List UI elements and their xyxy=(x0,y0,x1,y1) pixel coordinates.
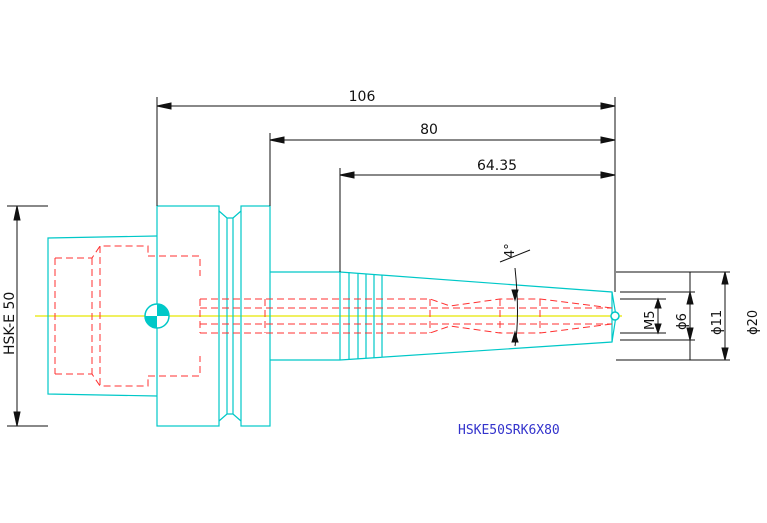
part-name-label: HSKE50SRK6X80 xyxy=(458,423,560,438)
dim-nose-length: 64.35 xyxy=(477,158,517,174)
tip-point xyxy=(610,311,620,321)
dim-bore: ϕ6 xyxy=(675,313,690,330)
dim-thread: M5 xyxy=(643,311,658,331)
dim-body-dia: ϕ20 xyxy=(746,310,761,335)
dim-gauge-length: 80 xyxy=(420,122,438,138)
gauge-point-symbol xyxy=(144,303,170,329)
dim-taper-angle: 4° xyxy=(503,243,518,258)
dim-nose-dia: ϕ11 xyxy=(710,310,725,335)
dimension-lines xyxy=(7,97,730,427)
taper-label: HSK-E 50 xyxy=(2,292,18,355)
dim-overall-length: 106 xyxy=(349,89,376,105)
hidden-lines xyxy=(54,245,613,387)
